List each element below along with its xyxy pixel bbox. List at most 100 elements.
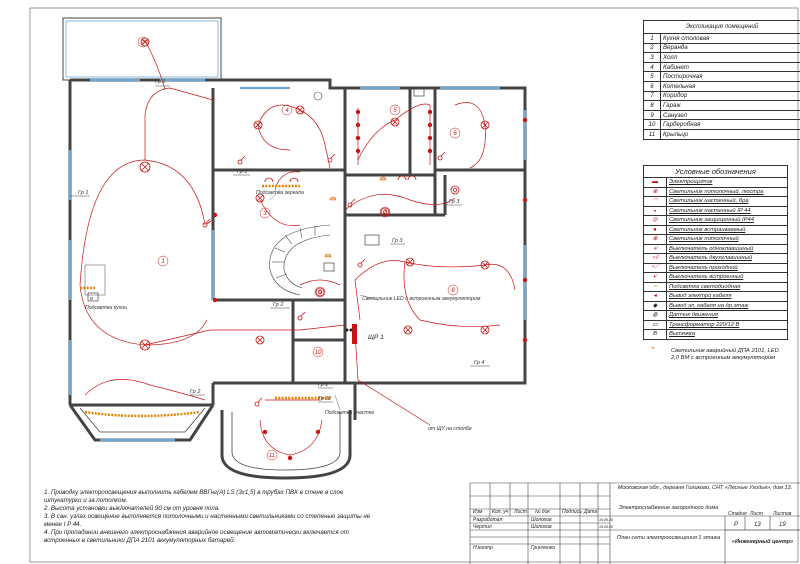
- legend-label: Светильник настенный IP 44: [666, 205, 788, 216]
- ceiling-lamp-icon: [255, 335, 265, 345]
- porch-outline: [220, 410, 352, 480]
- tb-header: Подпись: [562, 509, 582, 515]
- exhaust-icon: [413, 87, 425, 97]
- legend-row: ◍Датчик движения: [643, 310, 788, 321]
- group-label: Гр 3: [449, 199, 460, 205]
- motion-sensor-icon: [313, 91, 323, 101]
- switch-1-icon: [437, 151, 446, 161]
- tb-address: Московская обл., деревня Голиково, СНТ «…: [617, 485, 793, 491]
- led-strip-icon: [80, 184, 330, 418]
- group-label: Гр 1: [155, 79, 165, 85]
- ceiling-lamp-icon: ⊗: [643, 234, 667, 245]
- room-name-cell: Гараж: [660, 100, 800, 111]
- legend-label: Вывод эл. кабеля на др.этаж: [666, 300, 788, 311]
- panel-label: ЩР 1: [368, 334, 384, 341]
- legend-row: ∘⁄Выключатель одноклавишный: [643, 243, 788, 254]
- emergency-lamp-icon: [324, 176, 387, 258]
- title-block: Московская обл., деревня Голиково, СНТ «…: [470, 483, 800, 564]
- legend-label: Вывод электро кабеля: [666, 291, 788, 302]
- legend-label: Трансформатор 220/12 В: [666, 319, 788, 330]
- protected-lamp-icon: [450, 185, 460, 195]
- room-number-cell: 6: [643, 80, 661, 92]
- cable-up-icon: ◆: [643, 300, 667, 311]
- legend-label: Подсветка светодиодная: [666, 281, 788, 292]
- switch-1-icon: [357, 258, 366, 268]
- legend-title: Условные обозначения: [643, 165, 788, 177]
- note-item: 2. Высота установки выключателей 90 см о…: [44, 505, 220, 512]
- tb-date: 15.06.20: [599, 525, 613, 529]
- windows: [68, 78, 527, 442]
- legend-label: Датчик движения: [666, 310, 788, 321]
- tb-sheet-name: План сети электроосвещения 1 этажа: [616, 535, 721, 541]
- room-number: 7: [383, 210, 387, 216]
- legend-row: ▬Электрощиток: [643, 177, 788, 188]
- legend-row: ◠Светильник настенный, бра: [643, 196, 788, 207]
- room-name-cell: Санузел: [660, 109, 800, 121]
- kitchen-light-label: Подсветка кухни: [85, 305, 127, 311]
- legend-label: Светильник потолочный, люстра: [666, 186, 788, 197]
- switch-1-icon: [297, 311, 306, 321]
- room-number-cell: 1: [643, 33, 661, 44]
- transformer-icon: [364, 234, 380, 246]
- room-name-cell: Гардеробная: [660, 119, 800, 130]
- room-name-cell: Кухня столовая: [660, 33, 800, 44]
- wall-lamp-icon: [289, 177, 299, 183]
- pass-switch-icon: ∘⟋: [643, 262, 667, 273]
- room-number-cell: 3: [643, 52, 661, 63]
- room-number: 10: [315, 350, 322, 356]
- protected-lamp-icon: [315, 287, 325, 297]
- room-number-cell: 10: [643, 119, 661, 130]
- room-number: 5: [393, 108, 397, 114]
- legend-row: ∘⟋Выключатель проходной: [643, 262, 788, 273]
- wall-lamp-icon: [407, 175, 417, 181]
- exhaust-icon: [87, 292, 99, 302]
- legend-label: Вытяжка: [666, 329, 788, 340]
- legend-label: Светильник потолочный: [666, 234, 788, 245]
- switch-1-icon: [347, 198, 356, 208]
- ceiling-lamp-icon: [480, 120, 490, 130]
- emergency-lamp-icon: ◓: [651, 346, 655, 352]
- legend-row: ●Светильник встраиваемый: [643, 224, 788, 235]
- chandelier-icon: [139, 339, 151, 351]
- group-label: Гр 3: [392, 238, 403, 244]
- tb-project: Электроснабжение загородного дома: [618, 505, 719, 511]
- recessed-lamp-icon: ●: [643, 224, 667, 235]
- cable-up-icon: [345, 328, 353, 332]
- group-label: Гр 4: [474, 360, 484, 366]
- tb-role: Разработал: [473, 517, 502, 523]
- transformer-icon: ▭: [643, 319, 667, 330]
- switch-2-icon: [202, 218, 212, 228]
- legend-row: ◂Вывод электро кабеля: [643, 291, 788, 302]
- group-label: Гр 22: [318, 396, 331, 402]
- legend-label: Светильник настенный, бра: [666, 196, 788, 207]
- room-number-cell: 9: [643, 109, 661, 121]
- room-number-cell: 7: [643, 90, 661, 102]
- legend-row: ◒Светильник настенный IP 44: [643, 205, 788, 216]
- room-number-circles: [137, 36, 461, 461]
- ceiling-lamp-icon: [295, 105, 305, 115]
- group-label: Гр 1: [78, 190, 88, 196]
- panel-icon: ▬: [643, 177, 667, 188]
- room-name-cell: Веранда: [660, 42, 800, 54]
- exhaust-label: В: [90, 296, 93, 301]
- builtin-switch-icon: •⁄: [643, 272, 667, 283]
- tb-role: Н.контр: [473, 545, 493, 551]
- legend-row: ⊗Светильник потолочный: [643, 234, 788, 245]
- mirror-light-label: Подсветка зеркала: [256, 190, 304, 196]
- kitchen-hood-outline: [84, 264, 106, 296]
- legend-row: ◎Светильник защищенный IP44: [643, 215, 788, 226]
- yard-light-label: Подсветка участка: [325, 410, 374, 416]
- room-numbers: 1 2 3 4 5 6 7 8 9 10 11: [140, 40, 457, 459]
- walls: [68, 78, 527, 420]
- legend-row: ◆Вывод эл. кабеля на др.этаж: [643, 300, 788, 311]
- ceiling-lamp-icon: [403, 325, 413, 335]
- tb-header: Дата: [583, 509, 597, 515]
- notes: 1. Проводку электроосвещения выполнить к…: [44, 489, 374, 545]
